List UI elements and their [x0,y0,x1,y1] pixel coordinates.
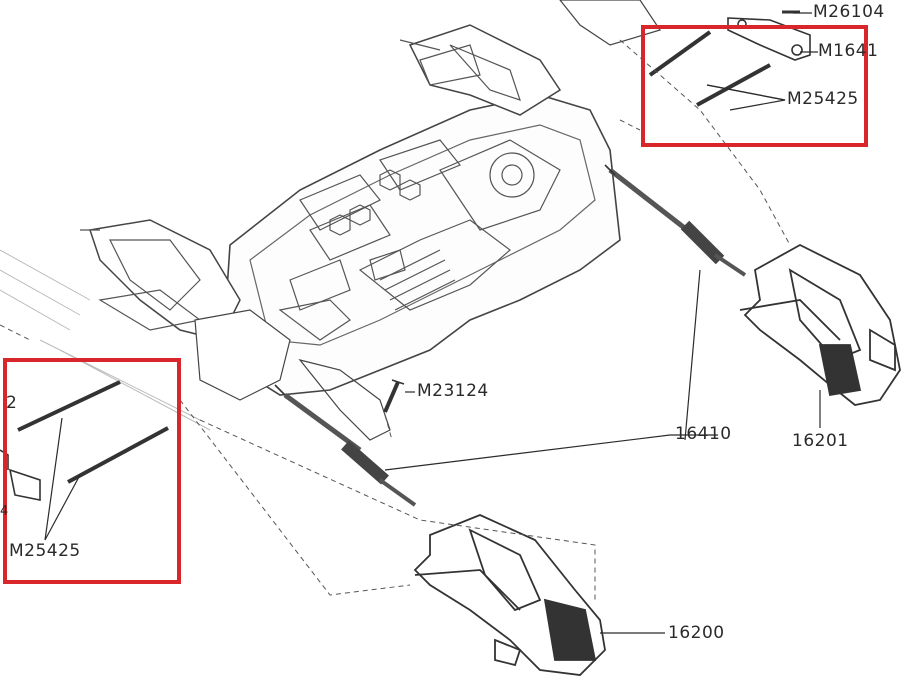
lower-arm-left [413,514,606,676]
hinge-pins-left [17,380,169,484]
driveshaft-left [274,384,417,507]
driveshaft-right [604,164,747,277]
label-m25425-left: M25425 [9,541,81,561]
lower-arm-right [739,243,901,406]
highlight-box-left [3,358,181,584]
label-m23124: M23124 [417,381,489,401]
upper-shock-tower [399,0,661,116]
chassis-body [224,94,621,396]
hinge-pins-top [648,30,771,107]
highlight-box-top-right [641,25,868,147]
left-suspension [80,219,291,401]
label-16200: 16200 [668,623,725,643]
screw-m23124 [383,379,405,413]
servo-saver [278,299,391,441]
label-m1641: M1641 [818,41,879,61]
leader-lines [44,12,821,634]
ghost-frame-lines [0,249,211,431]
label-edge-fragment-small: 4 [0,504,9,519]
left-fragment-part [0,449,41,501]
label-edge-fragment: 2 [6,393,18,413]
label-16410: 16410 [675,424,732,444]
label-m25425-top: M25425 [787,89,859,109]
label-m26104: M26104 [813,2,885,22]
label-16201: 16201 [792,431,849,451]
assembly-guides [0,39,791,600]
